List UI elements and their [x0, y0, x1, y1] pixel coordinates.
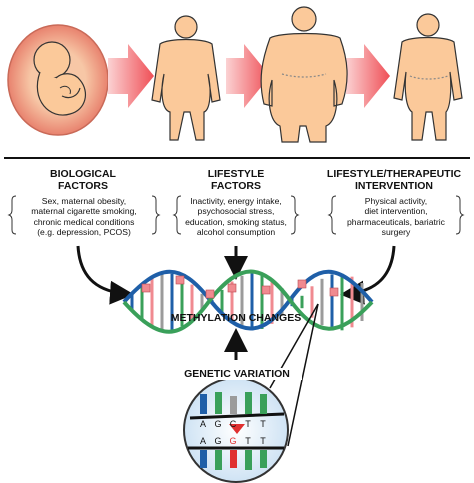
lifestyle-factors-description: Inactivity, energy intake, psychosocial … [185, 196, 287, 238]
mutation-arrow [229, 424, 245, 434]
genetic-variation-label: GENETIC VARIATION [172, 368, 302, 380]
top-base-bars [200, 392, 267, 414]
lifestyle-therapeutic-intervention-title: LIFESTYLE/THERAPEUTIC INTERVENTION [326, 168, 462, 192]
bottom-base-letter: A [199, 436, 206, 446]
top-base-letter: G [214, 419, 222, 429]
dna-double-helix [122, 269, 374, 334]
bottom-base-letter: T [260, 436, 266, 446]
top-base-letter: T [245, 419, 251, 429]
reduced-weight-person-silhouette [393, 13, 463, 141]
influence-arrows [76, 245, 396, 360]
methyl-groups [141, 275, 339, 299]
overweight-person-silhouette [151, 15, 221, 141]
lifestyle-therapeutic-intervention-description: Physical activity, diet intervention, ph… [347, 196, 445, 238]
obese-person-silhouette [260, 6, 348, 143]
bottom-base-bars [200, 450, 267, 470]
biological-factors-description: Sex, maternal obesity, maternal cigarett… [31, 196, 137, 238]
lifestyle-factors-title: LIFESTYLE FACTORS [207, 168, 265, 192]
progression-arrow-1 [108, 44, 154, 108]
bottom-base-letter: T [245, 436, 251, 446]
methylation-changes-label: METHYLATION CHANGES [170, 312, 302, 324]
description-braces [7, 195, 465, 235]
variant-base-letter: G [229, 436, 237, 446]
biological-factors-title: BIOLOGICAL FACTORS [50, 168, 116, 192]
top-base-letter: C [229, 419, 237, 429]
fetus-in-womb [7, 24, 109, 136]
progression-arrow-2 [226, 44, 270, 108]
zoom-callout [183, 303, 319, 483]
progression-arrow-3 [346, 44, 390, 108]
top-base-letter: T [260, 419, 266, 429]
top-base-letter: A [199, 419, 206, 429]
bottom-base-letter: G [214, 436, 222, 446]
